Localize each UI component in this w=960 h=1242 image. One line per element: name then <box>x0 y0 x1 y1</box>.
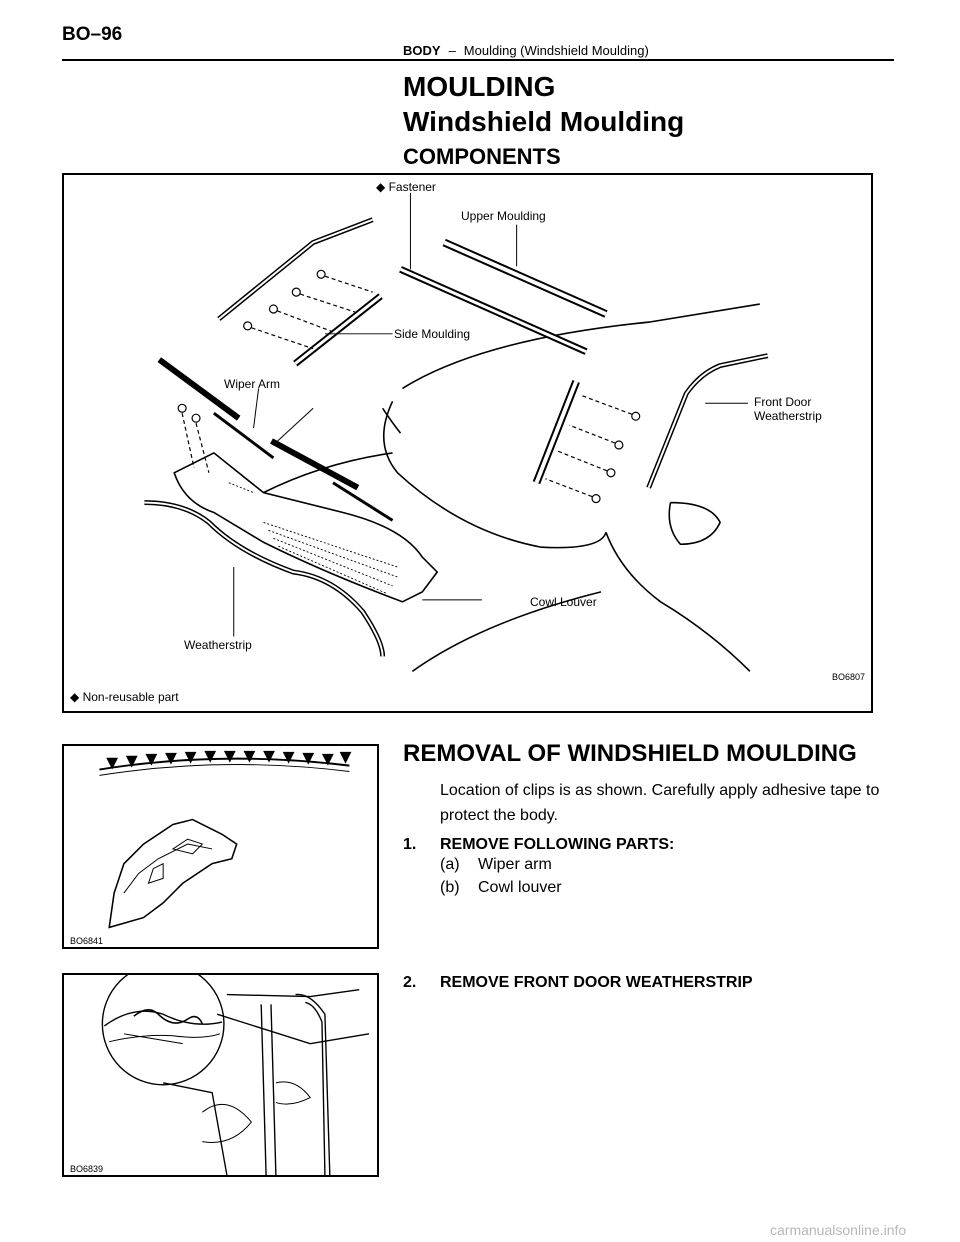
label-front-door-weatherstrip-2: Weatherstrip <box>754 409 822 423</box>
step-2-number: 2. <box>403 974 417 991</box>
figure-3-code: BO6839 <box>70 1164 104 1174</box>
step-1a: (a) Wiper arm <box>440 856 552 874</box>
label-fastener: ◆ Fastener <box>376 180 436 194</box>
header-separator: – <box>448 43 456 58</box>
section-subtitle: Moulding (Windshield Moulding) <box>463 43 649 58</box>
section-name: BODY <box>403 43 441 58</box>
step-1a-number: (a) <box>440 856 460 873</box>
step-1b-number: (b) <box>440 879 460 896</box>
label-upper-moulding: Upper Moulding <box>461 209 546 223</box>
label-weatherstrip: Weatherstrip <box>184 638 252 652</box>
step-1b-text: Cowl louver <box>478 879 562 896</box>
figure-code: BO6807 <box>831 672 865 682</box>
label-side-moulding: Side Moulding <box>394 327 471 341</box>
label-non-reusable-part: ◆ Non-reusable part <box>70 690 179 704</box>
title-moulding: MOULDING <box>403 71 556 102</box>
step-1b: (b) Cowl louver <box>440 879 562 897</box>
label-wiper-arm: Wiper Arm <box>224 377 281 391</box>
front-door-weatherstrip-diagram: BO6839 <box>62 973 379 1177</box>
components-diagram: ◆ Fastener Upper Moulding Side Moulding … <box>62 173 873 713</box>
removal-heading: REMOVAL OF WINDSHIELD MOULDING <box>403 740 857 767</box>
label-front-door-weatherstrip-1: Front Door <box>754 395 812 409</box>
running-header: BODY–Moulding (Windshield Moulding) <box>403 43 649 58</box>
header-rule <box>62 59 894 61</box>
step-2-text: REMOVE FRONT DOOR WEATHERSTRIP <box>440 974 753 991</box>
step-1-number: 1. <box>403 836 417 853</box>
front-door-weatherstrip-illustration <box>101 975 370 1175</box>
step-1: 1. REMOVE FOLLOWING PARTS: <box>403 836 674 854</box>
step-1a-text: Wiper arm <box>478 856 552 873</box>
step-2: 2. REMOVE FRONT DOOR WEATHERSTRIP <box>403 974 753 992</box>
step-1-text: REMOVE FOLLOWING PARTS: <box>440 836 675 853</box>
figure-2-code: BO6841 <box>70 936 104 946</box>
title-components: COMPONENTS <box>403 144 561 169</box>
removal-intro: Location of clips is as shown. Carefully… <box>440 782 880 824</box>
components-illustration <box>144 192 769 672</box>
clip-location-illustration <box>99 750 352 929</box>
clip-location-diagram: BO6841 <box>62 744 379 949</box>
watermark: carmanualsonline.info <box>770 1222 907 1238</box>
page-code: BO–96 <box>62 24 123 45</box>
label-cowl-louver: Cowl Louver <box>530 595 597 609</box>
title-windshield-moulding: Windshield Moulding <box>403 106 685 137</box>
